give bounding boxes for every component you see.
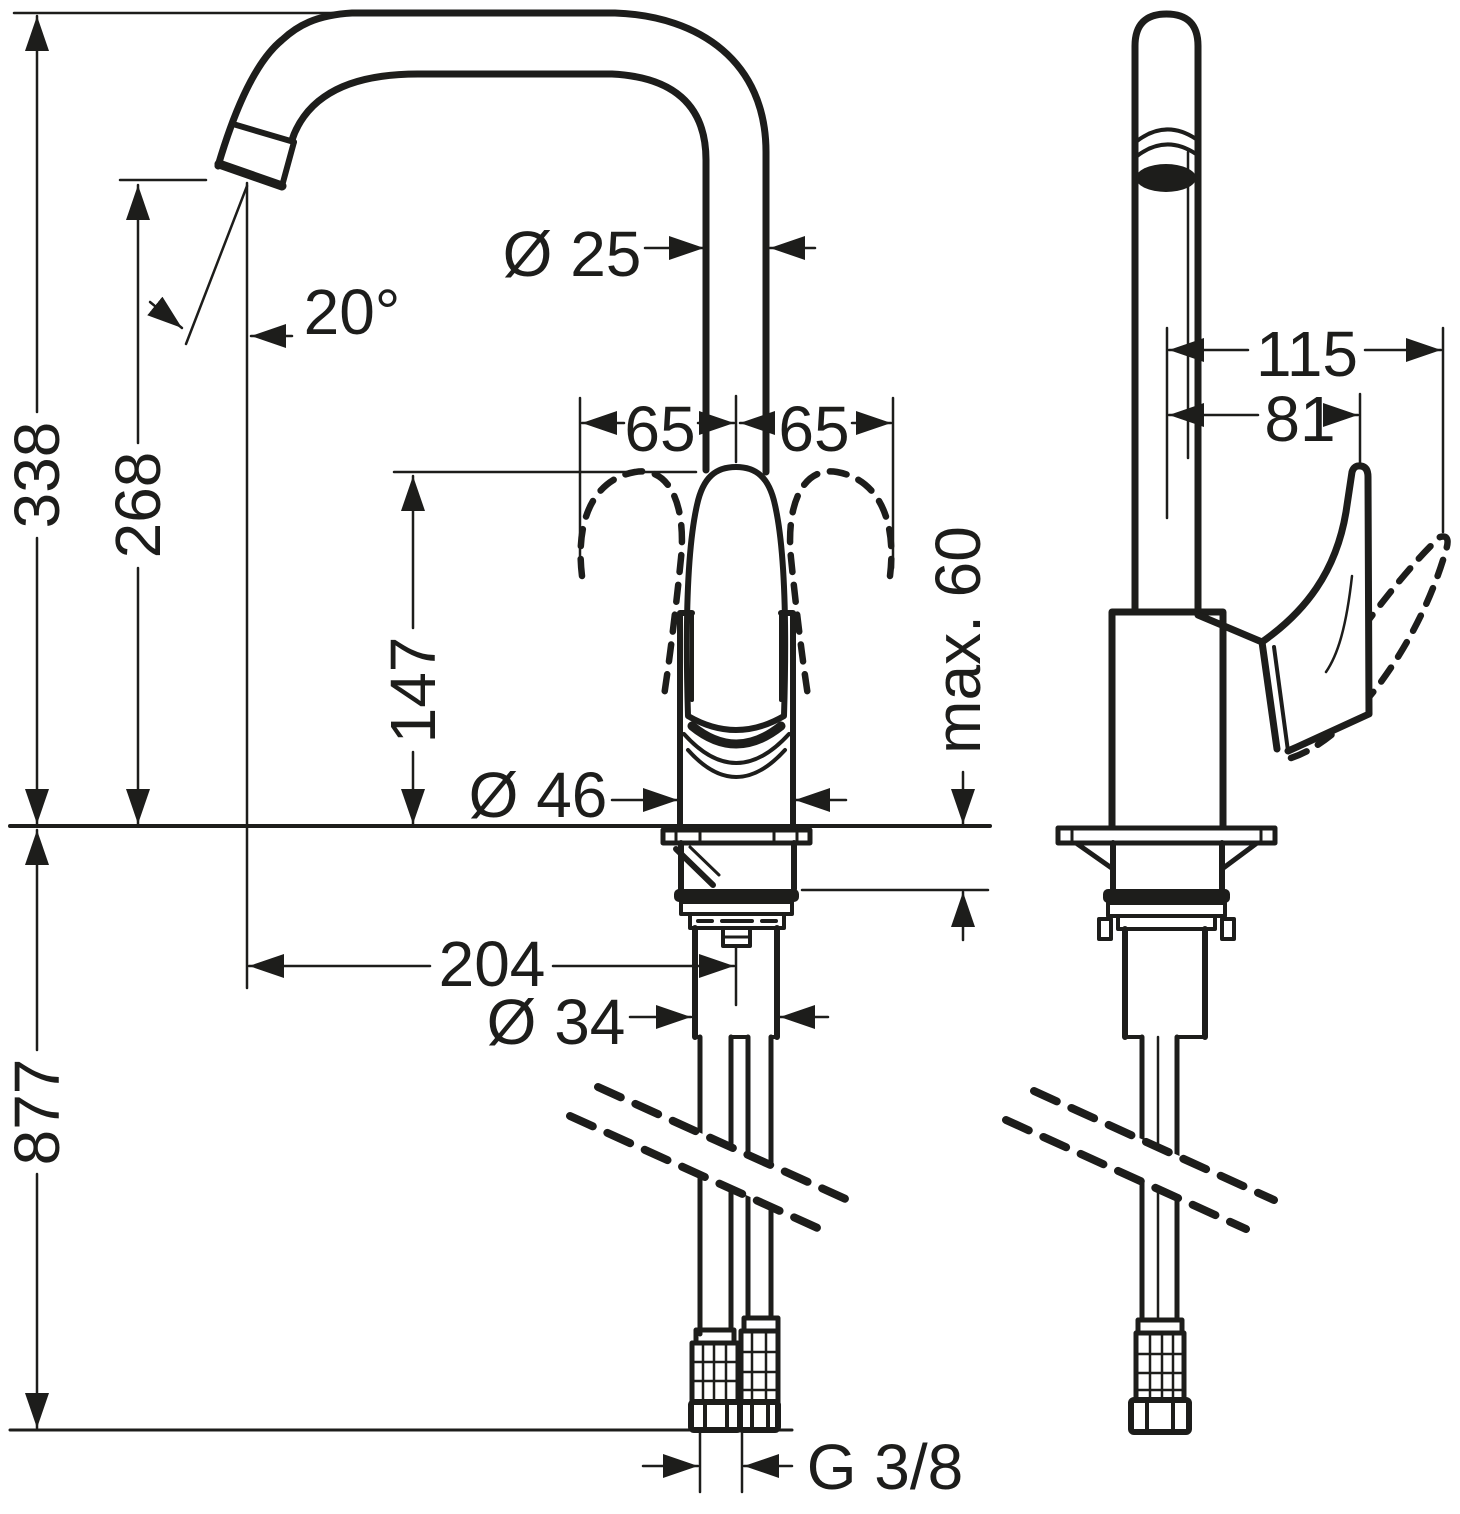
hose-side-nut xyxy=(1128,1397,1192,1435)
dim-label-handle-swing-reach: 115 xyxy=(1256,318,1358,390)
ext-lines-swing xyxy=(578,394,895,570)
hose-side-braid-texture xyxy=(1134,1331,1186,1402)
left-hose-nut xyxy=(688,1399,743,1433)
dim-label-swing-left: 65 xyxy=(624,393,695,465)
hose-side-break-dashed-lines xyxy=(1002,1087,1278,1233)
handle-side-outline xyxy=(1194,462,1373,755)
angle-reference-line xyxy=(184,184,249,346)
dim-label-connection-thread: G 3/8 xyxy=(807,1431,964,1503)
left-hose-nut-facets xyxy=(703,1400,729,1432)
underbody-walls xyxy=(678,840,797,892)
right-hose-nut xyxy=(737,1399,781,1433)
lever-neck-front-line xyxy=(1258,638,1281,753)
outlet-lens xyxy=(1136,164,1196,192)
swivel-ring-arc-1 xyxy=(682,732,791,765)
escutcheon-skirt xyxy=(1073,840,1260,872)
spout-pipe-side xyxy=(1131,10,1202,616)
dim-label-total-height: 338 xyxy=(1,422,73,529)
lock-ring xyxy=(679,900,794,916)
right-side-lug xyxy=(1220,917,1236,941)
right-hose-nut-facets xyxy=(750,1400,770,1432)
ext-lines-side-view xyxy=(1165,326,1445,534)
right-hose-braid-texture xyxy=(739,1329,780,1404)
spout-tip-right-edge xyxy=(279,139,297,189)
hose-side-break-mask xyxy=(1020,1097,1262,1222)
escutcheon-plate xyxy=(660,827,813,846)
shank-side-walls xyxy=(1122,926,1208,1040)
handle-base-gap-arc xyxy=(687,721,786,749)
escutcheon-side-ticks xyxy=(1070,826,1263,845)
dimension-annotations: 338 268 147 877 20° Ø 25 65 65 Ø 46 xyxy=(1,11,1445,1503)
dim-label-spout-tip-height: 268 xyxy=(102,452,174,559)
hose-side-nut-facets xyxy=(1145,1398,1175,1434)
body-outline-side xyxy=(1108,608,1227,830)
body-side-fill xyxy=(1112,612,1223,826)
dim-label-body-diameter: Ø 46 xyxy=(469,759,608,831)
valve-body-walls xyxy=(677,610,796,829)
handle-front-outline xyxy=(683,464,789,733)
front-view xyxy=(8,9,992,1433)
dim-label-max-counter-thickness: max. 60 xyxy=(922,526,994,754)
handle-accent-line xyxy=(1324,574,1354,674)
dim-label-spout-angle: 20° xyxy=(304,276,401,348)
swivel-ring-arc-2 xyxy=(686,748,787,779)
lever-neck-back-line xyxy=(1272,645,1290,753)
dim-label-handle-reach: 81 xyxy=(1264,383,1335,455)
escutcheon-side xyxy=(1055,825,1278,846)
spout-outer-outline xyxy=(214,9,770,476)
angle-arrow-left xyxy=(147,296,184,330)
handle-swing-right-dashed xyxy=(786,468,895,700)
shank-walls xyxy=(692,925,780,1040)
escutcheon-ticks xyxy=(674,828,799,845)
thread-collar-side xyxy=(1116,914,1217,931)
aerator-band-side xyxy=(1135,127,1198,158)
dim-label-spout-reach: 204 xyxy=(439,928,546,1000)
dim-label-swing-right: 65 xyxy=(778,393,849,465)
dim-label-below-counter-length: 877 xyxy=(1,1059,73,1166)
right-hose-braid xyxy=(738,1328,781,1405)
valve-body-inner-walls xyxy=(690,611,783,702)
seal-ring-side xyxy=(1103,889,1230,903)
aerator-band-line xyxy=(230,121,297,145)
spout-tip-face xyxy=(214,159,287,191)
underbody-side-walls xyxy=(1110,840,1225,892)
handle-swing-left-dashed xyxy=(577,468,686,700)
hose-break-mask xyxy=(584,1093,838,1224)
spout-inner-outline xyxy=(288,70,710,474)
hose-break-dashed-lines xyxy=(566,1083,854,1234)
dim-label-pipe-diameter: Ø 25 xyxy=(503,218,642,290)
left-hose-braid-texture xyxy=(690,1341,740,1404)
mounting-screw-edge xyxy=(688,845,721,877)
left-side-lug xyxy=(1097,917,1113,941)
dim-label-handle-height: 147 xyxy=(377,637,449,744)
ext-lines-thread xyxy=(698,1430,744,1494)
side-view xyxy=(1002,10,1451,1435)
handle-side-fill xyxy=(1262,465,1369,751)
seal-ring xyxy=(674,889,799,902)
dim-label-shank-diameter: Ø 34 xyxy=(487,986,626,1058)
